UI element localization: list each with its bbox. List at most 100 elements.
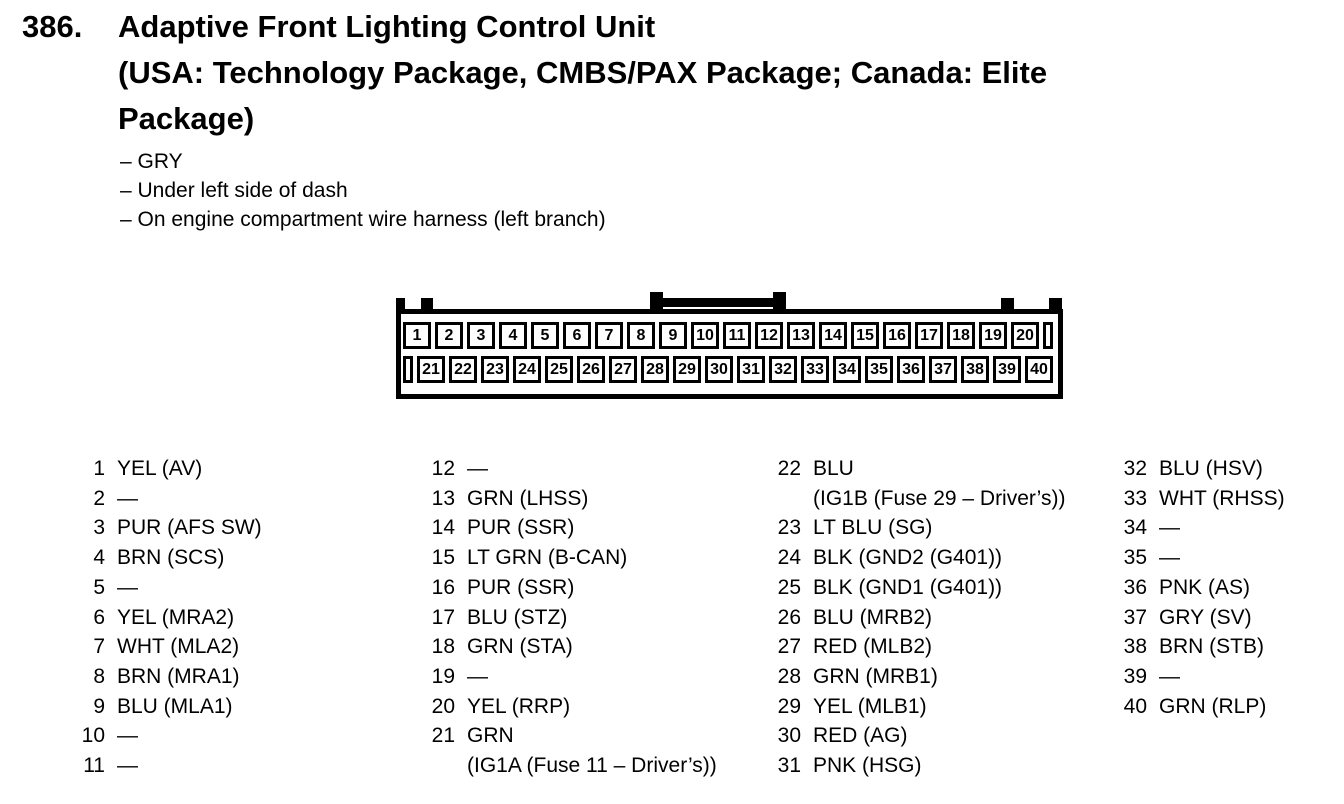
connector-pin-cell: 24 [513, 356, 541, 383]
pin-label: GRN (LHSS) [467, 486, 589, 510]
pin-number: 27 [777, 635, 801, 659]
pin-label: GRY (SV) [1159, 605, 1252, 629]
pin-label: PNK (AS) [1159, 575, 1251, 599]
pin-label: GRN (MRB1) [813, 664, 938, 688]
pin-number: 33 [1123, 486, 1147, 510]
connector-pin-cell: 28 [641, 356, 669, 383]
pin-number: 3 [93, 516, 105, 540]
title-line: Package) [118, 101, 255, 136]
pin-number: 40 [1123, 694, 1147, 718]
connector-pin-cell: 20 [1011, 322, 1039, 349]
connector-pin-cell: 27 [609, 356, 637, 383]
bullet-item: – Under left side of dash [120, 179, 348, 202]
pin-number: 6 [93, 605, 105, 629]
pin-label: — [117, 486, 138, 510]
connector-tab [1049, 298, 1062, 311]
pin-label: — [467, 664, 488, 688]
pin-row: 25 BLK (GND1 (G401)) [773, 573, 1065, 603]
pin-number: 16 [431, 575, 455, 599]
connector-tab [1001, 298, 1014, 311]
pin-number: 20 [431, 694, 455, 718]
connector-pin-cell: 38 [961, 356, 989, 383]
spec-bullets: – GRY – Under left side of dash – On engin… [120, 147, 606, 234]
connector-pin-cell: 3 [467, 322, 495, 349]
bullet-item: – On engine compartment wire harness (le… [120, 208, 606, 231]
pin-number: 23 [777, 516, 801, 540]
bullet-item: – GRY [120, 150, 183, 173]
pin-row: 13 GRN (LHSS) [427, 484, 717, 514]
pin-label: PUR (SSR) [467, 516, 575, 540]
pin-row: 5— [77, 573, 262, 603]
pin-label: BLU (STZ) [467, 605, 568, 629]
pin-number: 29 [777, 694, 801, 718]
page-title: Adaptive Front Lighting Control Unit (USA… [118, 4, 1047, 142]
connector-pin-cell: 21 [417, 356, 445, 383]
pin-number: 13 [431, 486, 455, 510]
connector-pin-cell: 6 [563, 322, 591, 349]
connector-pin-cell: 40 [1025, 356, 1053, 383]
pin-label: BLU [813, 457, 854, 480]
pin-label: WHT (MLA2) [117, 635, 240, 659]
pin-label: BLK (GND2 (G401)) [813, 546, 1003, 570]
connector-tab [396, 298, 405, 311]
pin-label: GRN [467, 724, 514, 748]
pin-row: 34— [1119, 513, 1285, 543]
connector-latch-post-right [773, 292, 786, 312]
pin-row: 4 BRN (SCS) [77, 543, 262, 573]
connector-tab [421, 298, 433, 311]
connector-pin-cell: 9 [659, 322, 687, 349]
pin-row: 12— [427, 454, 717, 484]
connector-pin-cell: 4 [499, 322, 527, 349]
pin-number: 8 [93, 664, 105, 688]
pin-number: 11 [83, 754, 105, 778]
page-index-number: 386. [22, 9, 83, 44]
pin-number: 15 [431, 546, 455, 570]
pin-label: BRN (MRA1) [117, 664, 240, 688]
pin-number: 14 [431, 516, 455, 540]
pin-number: 25 [777, 575, 801, 599]
title-line: Adaptive Front Lighting Control Unit [118, 9, 656, 44]
pin-label: BLU (MLA1) [117, 694, 233, 718]
connector-latch [650, 292, 786, 312]
pin-number: 28 [777, 664, 801, 688]
pin-label: BLU (HSV) [1159, 457, 1263, 480]
pin-number: 35 [1123, 546, 1147, 570]
connector-latch-post-left [650, 292, 663, 312]
pin-number: 4 [93, 546, 105, 570]
connector-pin-cell: 32 [769, 356, 797, 383]
title-line: (USA: Technology Package, CMBS/PAX Packa… [118, 55, 1048, 90]
connector-pin-cell: 14 [819, 322, 847, 349]
pin-number: 17 [431, 605, 455, 629]
pin-label: — [117, 575, 138, 599]
connector-blank-cell [403, 356, 413, 383]
pin-row: 6 YEL (MRA2) [77, 603, 262, 633]
connector-pin-cell: 23 [481, 356, 509, 383]
pin-row: 14 PUR (SSR) [427, 513, 717, 543]
pin-label: BRN (SCS) [117, 546, 225, 570]
pin-label: BLK (GND1 (G401)) [813, 575, 1003, 599]
pin-row: 11— [77, 751, 262, 781]
connector-pin-cell: 13 [787, 322, 815, 349]
pin-number: 9 [93, 694, 105, 718]
pin-label: YEL (MRA2) [117, 605, 235, 629]
pin-label: — [1159, 516, 1180, 540]
connector-pin-cell: 7 [595, 322, 623, 349]
pin-label: YEL (MLB1) [813, 694, 927, 718]
